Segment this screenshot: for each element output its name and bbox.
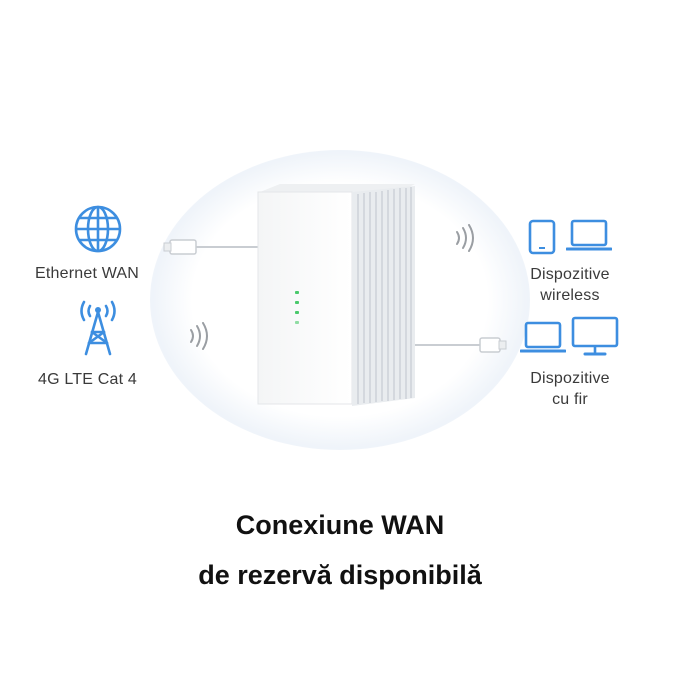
cell-tower-icon [80,300,116,356]
ethernet-plug-left [169,239,197,255]
laptop-icon [566,219,612,251]
headline-line1: Conexiune WAN [235,510,445,540]
lte-label: 4G LTE Cat 4 [38,371,138,388]
tablet-icon [528,219,556,255]
wireless-label-line1: Dispozitive [530,266,610,283]
wifi-waves-right-icon [456,224,474,252]
status-leds [295,291,299,324]
globe-icon [74,205,122,253]
ethernet-wan-label: Ethernet WAN [35,265,140,282]
laptop-icon-wired [520,321,566,353]
wireless-devices-label: Dispozitive wireless [515,264,625,306]
monitor-icon [571,316,619,356]
wired-devices-label: Dispozitive cu fir [515,368,625,410]
wireless-label-line2: wireless [540,287,600,304]
headline-line2: de rezervă disponibilă [198,560,482,590]
ethernet-plug-right [479,337,501,353]
router-device [257,184,415,406]
wifi-waves-left-icon [190,322,208,350]
wired-label-line1: Dispozitive [530,370,610,387]
wired-label-line2: cu fir [552,391,588,408]
